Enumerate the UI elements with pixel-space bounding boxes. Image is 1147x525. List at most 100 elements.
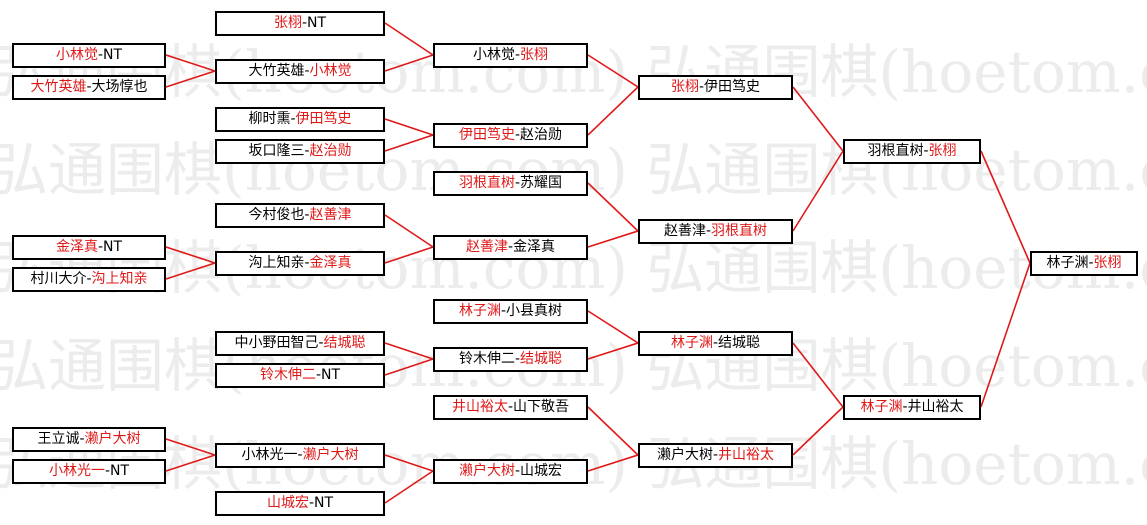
match-box[interactable]: 铃木伸二-结城聪	[433, 347, 588, 372]
player-name: 井山裕太	[451, 399, 508, 415]
player-name: 中小野田智己	[234, 335, 319, 351]
match-box[interactable]: 张栩-伊田笃史	[638, 75, 793, 100]
player-name: 山下敬吾	[513, 399, 570, 415]
player-name: 金泽真	[55, 239, 98, 255]
player-name: 沟上知亲	[248, 255, 305, 271]
player-name: 濑户大树	[84, 431, 141, 447]
match-box[interactable]: 赵善津-羽根直树	[638, 219, 793, 244]
player-name: 山城宏	[266, 495, 309, 511]
connector-line	[384, 54, 434, 72]
connector-line	[792, 406, 844, 456]
player-name: 张栩	[670, 79, 699, 95]
player-name: 柳时熏	[248, 111, 291, 127]
connector-line	[384, 118, 434, 136]
player-name: 铃木伸二	[259, 367, 316, 383]
match-box[interactable]: 张栩-NT	[215, 11, 385, 36]
player-name: 苏耀国	[520, 175, 563, 191]
player-name: 赵治勋	[309, 143, 352, 159]
connector-line	[587, 230, 639, 248]
player-name: 林子渊	[860, 399, 903, 415]
connector-line	[587, 86, 639, 136]
connector-line	[384, 470, 434, 504]
match-box[interactable]: 井山裕太-山下敬吾	[433, 395, 588, 420]
player-name: NT	[103, 239, 123, 255]
player-name: 赵治勋	[520, 127, 563, 143]
player-name: 张栩	[928, 143, 957, 159]
connector-line	[587, 182, 639, 232]
player-name: 王立诚	[37, 431, 80, 447]
player-name: 张栩	[273, 15, 302, 31]
match-box[interactable]: 大竹英雄-小林觉	[215, 59, 385, 84]
match-box[interactable]: 林子渊-井山裕太	[843, 395, 981, 420]
player-name: 林子渊	[670, 335, 713, 351]
connector-line	[165, 438, 216, 456]
player-name: NT	[314, 495, 334, 511]
player-name: 林子渊	[458, 303, 501, 319]
player-name: 羽根直树	[711, 223, 768, 239]
player-name: NT	[307, 15, 327, 31]
connector-line	[384, 358, 434, 376]
player-name: 井山裕太	[907, 399, 964, 415]
match-box[interactable]: 伊田笃史-赵治勋	[433, 123, 588, 148]
player-name: 濑户大树	[458, 463, 515, 479]
player-name: 濑户大树	[656, 447, 713, 463]
connector-line	[384, 342, 434, 360]
player-name: 坂口隆三	[248, 143, 305, 159]
player-name: 赵善津	[663, 223, 706, 239]
player-name: 大竹英雄	[30, 79, 87, 95]
match-box[interactable]: 羽根直树-苏耀国	[433, 171, 588, 196]
match-box[interactable]: 小林觉-张栩	[433, 43, 588, 68]
player-name: 小林光一	[48, 463, 105, 479]
match-box[interactable]: 今村俊也-赵善津	[215, 203, 385, 228]
connector-line	[980, 262, 1031, 408]
connector-line	[587, 342, 639, 360]
connector-line	[587, 310, 639, 344]
match-box[interactable]: 坂口隆三-赵治勋	[215, 139, 385, 164]
player-name: 小林觉	[472, 47, 515, 63]
player-name: 伊田笃史	[704, 79, 761, 95]
match-box[interactable]: 村川大介-沟上知亲	[12, 267, 166, 292]
player-name: 结城聪	[520, 351, 563, 367]
player-name: 小林觉	[309, 63, 352, 79]
match-box[interactable]: 小林觉-NT	[12, 43, 166, 68]
match-box[interactable]: 赵善津-金泽真	[433, 235, 588, 260]
player-name: 伊田笃史	[458, 127, 515, 143]
connector-line	[165, 70, 216, 88]
match-box[interactable]: 濑户大树-山城宏	[433, 459, 588, 484]
match-box[interactable]: 王立诚-濑户大树	[12, 427, 166, 452]
connector-line	[384, 454, 434, 472]
connector-line	[384, 134, 434, 152]
connector-line	[165, 246, 216, 264]
final-match-box[interactable]: 林子渊-张栩	[1030, 251, 1138, 276]
connector-line	[587, 454, 639, 472]
player-name: 羽根直树	[458, 175, 515, 191]
player-name: 小林觉	[55, 47, 98, 63]
match-box[interactable]: 林子渊-结城聪	[638, 331, 793, 356]
match-box[interactable]: 小林光一-NT	[12, 459, 166, 484]
connector-line	[165, 262, 216, 280]
match-box[interactable]: 濑户大树-井山裕太	[638, 443, 793, 468]
player-name: 赵善津	[309, 207, 352, 223]
match-box[interactable]: 沟上知亲-金泽真	[215, 251, 385, 276]
connector-line	[384, 22, 434, 56]
match-box[interactable]: 大竹英雄-大场惇也	[12, 75, 166, 100]
connector-line	[792, 150, 844, 232]
match-box[interactable]: 山城宏-NT	[215, 491, 385, 516]
match-box[interactable]: 柳时熏-伊田笃史	[215, 107, 385, 132]
match-box[interactable]: 林子渊-小县真树	[433, 299, 588, 324]
match-box[interactable]: 金泽真-NT	[12, 235, 166, 260]
player-name: 小林光一	[241, 447, 298, 463]
player-name: 张栩	[520, 47, 549, 63]
match-box[interactable]: 羽根直树-张栩	[843, 139, 981, 164]
player-name: 小县真树	[506, 303, 563, 319]
player-name: 伊田笃史	[295, 111, 352, 127]
player-name: 金泽真	[513, 239, 556, 255]
player-name: 濑户大树	[302, 447, 359, 463]
match-box[interactable]: 中小野田智己-结城聪	[215, 331, 385, 356]
match-box[interactable]: 小林光一-濑户大树	[215, 443, 385, 468]
connector-line	[384, 246, 434, 264]
player-name: 林子渊	[1046, 255, 1089, 271]
match-box[interactable]: 铃木伸二-NT	[215, 363, 385, 388]
player-name: 沟上知亲	[91, 271, 148, 287]
